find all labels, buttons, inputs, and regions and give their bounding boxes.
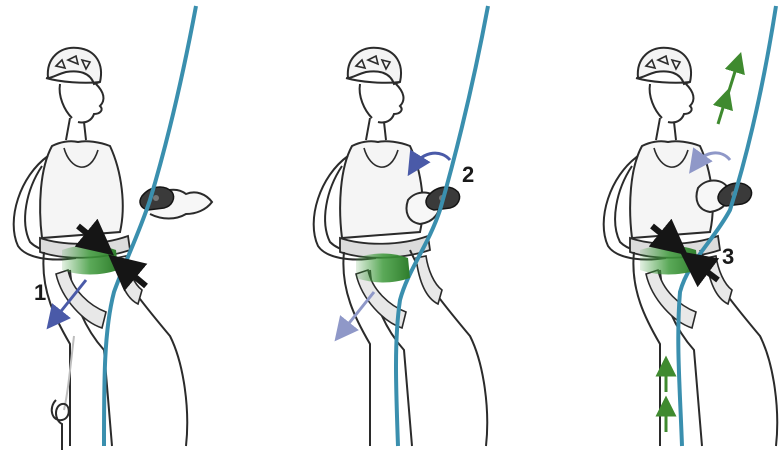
belay-device-1 (140, 187, 174, 210)
climber-figure-2 (314, 48, 488, 446)
stopper-knot (52, 400, 69, 450)
brake-hand-glove-2 (356, 254, 410, 283)
curved-arrow-left-icon (414, 153, 450, 166)
panel-step-1: 1 (14, 6, 212, 450)
arrow-down-left-faded-icon (342, 292, 374, 332)
brake-hand-glove-1 (62, 246, 118, 275)
step-2-label: 2 (462, 162, 474, 187)
step-1-label: 1 (34, 280, 46, 305)
panel-step-2: 2 (314, 6, 488, 446)
climber-figure-3 (604, 48, 778, 446)
step-3-label: 3 (722, 244, 734, 269)
arrow-up-icon (718, 62, 738, 124)
panel-step-3: 3 (604, 6, 778, 446)
brake-hand-glove-3 (640, 246, 698, 275)
